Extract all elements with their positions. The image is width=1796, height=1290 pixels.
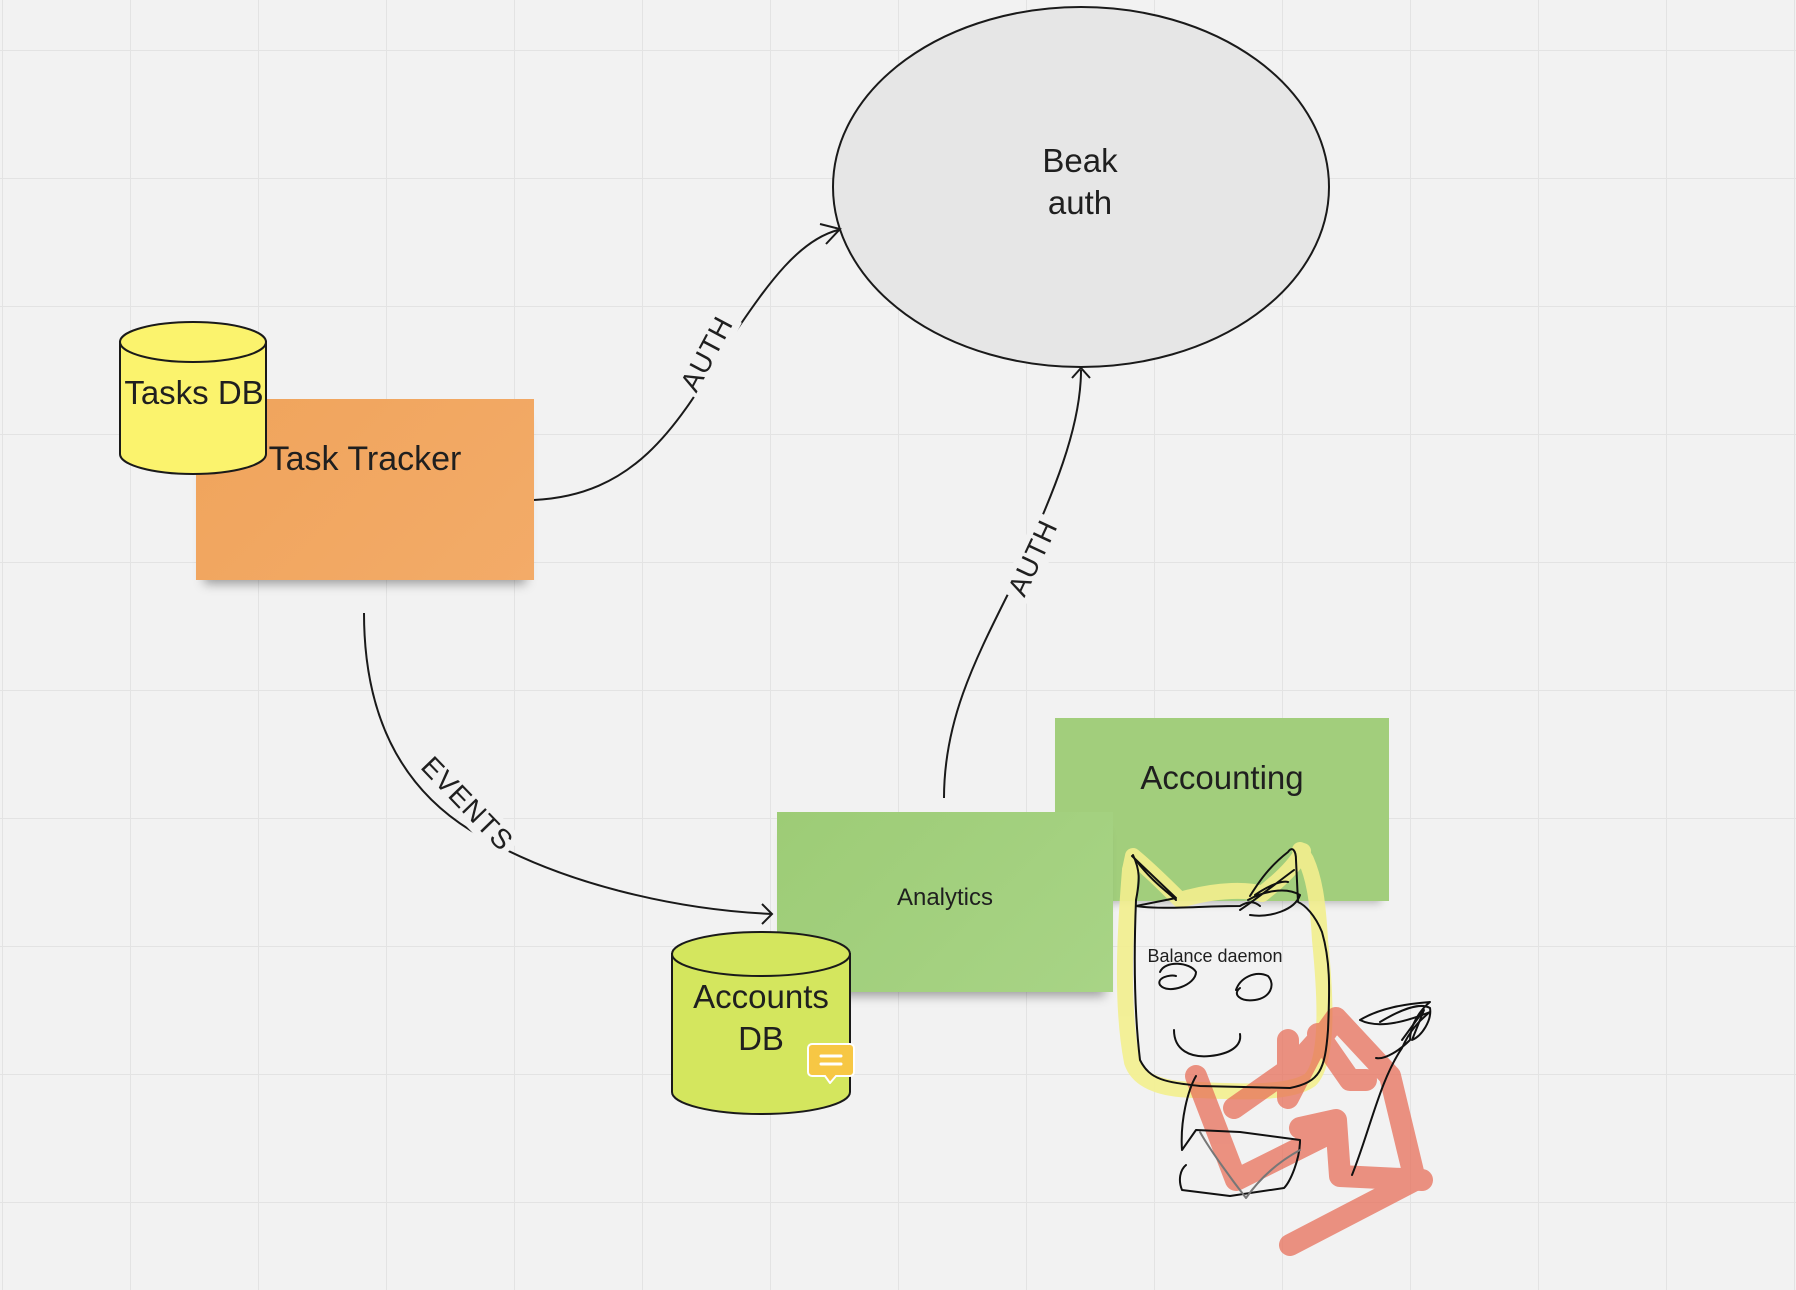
auth-arrowhead-analytics bbox=[1071, 366, 1091, 379]
accounting-label: Accounting bbox=[1140, 758, 1304, 796]
beak-auth-label: Beak auth bbox=[980, 140, 1180, 224]
balance-daemon-label[interactable]: Balance daemon bbox=[1147, 946, 1283, 966]
task-tracker-label: Task Tracker bbox=[268, 440, 462, 478]
tasks-db-label: Tasks DB bbox=[124, 374, 264, 411]
task-tracker-sticky[interactable]: Task Tracker bbox=[196, 399, 534, 580]
auth-arrowhead-tracker bbox=[819, 223, 842, 245]
beak-auth-line2: auth bbox=[1047, 184, 1113, 222]
events-arrowhead bbox=[761, 903, 774, 925]
beak-auth-line1: Beak bbox=[1042, 142, 1118, 179]
accounts-db-line2: DB bbox=[738, 1020, 784, 1058]
comment-icon[interactable] bbox=[806, 1042, 856, 1085]
accounts-db-label: Accounts DB bbox=[672, 976, 850, 1060]
accounts-db-line1: Accounts bbox=[693, 978, 829, 1015]
analytics-label: Analytics bbox=[896, 884, 994, 911]
analytics-sticky[interactable]: Analytics bbox=[777, 812, 1113, 992]
